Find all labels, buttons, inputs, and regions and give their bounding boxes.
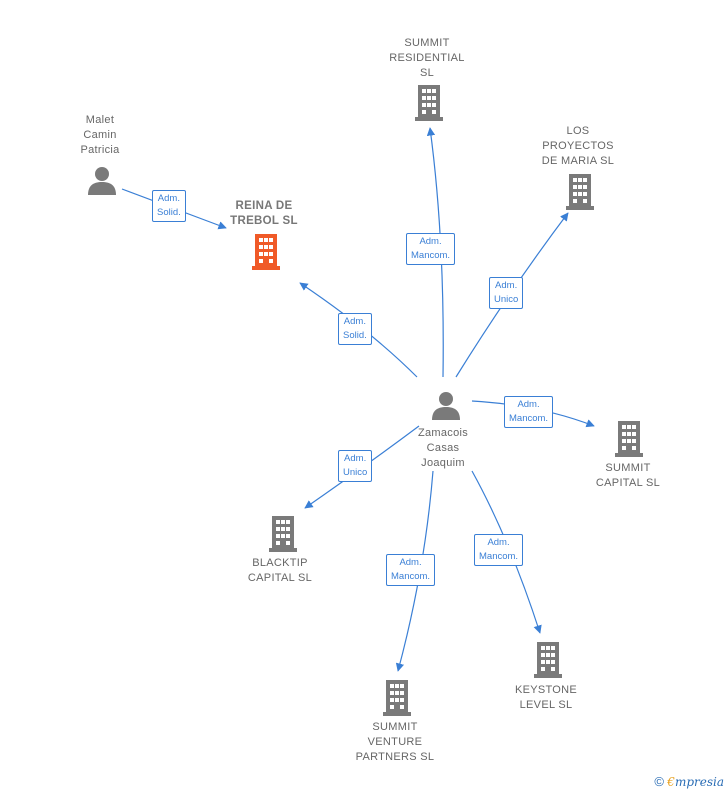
node-label-reina[interactable]: REINA DE TREBOL SL (230, 200, 298, 227)
brand-e-glyph: € (667, 775, 675, 789)
building-icon[interactable] (415, 85, 443, 121)
node-label-blacktip[interactable]: BLACKTIP CAPITAL SL (247, 557, 313, 584)
nodes-layer (88, 85, 643, 716)
building-icon[interactable] (252, 234, 280, 270)
copyright-symbol: © (654, 774, 664, 789)
edge-label-malet-to-reina[interactable]: Adm. Solid. (152, 190, 186, 222)
node-label-summit-cap[interactable]: SUMMIT CAPITAL SL (595, 462, 661, 489)
edge-label-zamacois-to-summit_res[interactable]: Adm. Mancom. (406, 233, 456, 265)
edge-label-zamacois-to-reina[interactable]: Adm. Solid. (338, 313, 372, 345)
node-label-malet[interactable]: Malet Camin Patricia (80, 114, 120, 156)
building-icon[interactable] (269, 516, 297, 552)
node-label-keystone[interactable]: KEYSTONE LEVEL SL (514, 684, 578, 711)
building-icon[interactable] (534, 642, 562, 678)
person-icon[interactable] (432, 392, 460, 420)
brand-logo[interactable]: © €mpresia (654, 774, 724, 789)
node-label-los-proyectos[interactable]: LOS PROYECTOS DE MARIA SL (541, 125, 615, 167)
node-label-summit-res[interactable]: SUMMIT RESIDENTIAL SL (389, 37, 465, 79)
building-icon[interactable] (383, 680, 411, 716)
node-label-summit-venture[interactable]: SUMMIT VENTURE PARTNERS SL (355, 721, 435, 763)
edge-label-zamacois-to-los_proyectos[interactable]: Adm. Unico (489, 277, 524, 309)
edge-label-zamacois-to-summit_venture[interactable]: Adm. Mancom. (386, 554, 436, 586)
building-icon[interactable] (615, 421, 643, 457)
brand-name: mpresia (674, 775, 724, 789)
edge-label-zamacois-to-keystone[interactable]: Adm. Mancom. (474, 534, 524, 566)
edge-label-zamacois-to-summit_cap[interactable]: Adm. Mancom. (504, 396, 554, 428)
node-label-zamacois[interactable]: Zamacois Casas Joaquim (417, 427, 469, 469)
edge-label-zamacois-to-blacktip[interactable]: Adm. Unico (338, 450, 373, 482)
building-icon[interactable] (566, 174, 594, 210)
person-icon[interactable] (88, 167, 116, 195)
